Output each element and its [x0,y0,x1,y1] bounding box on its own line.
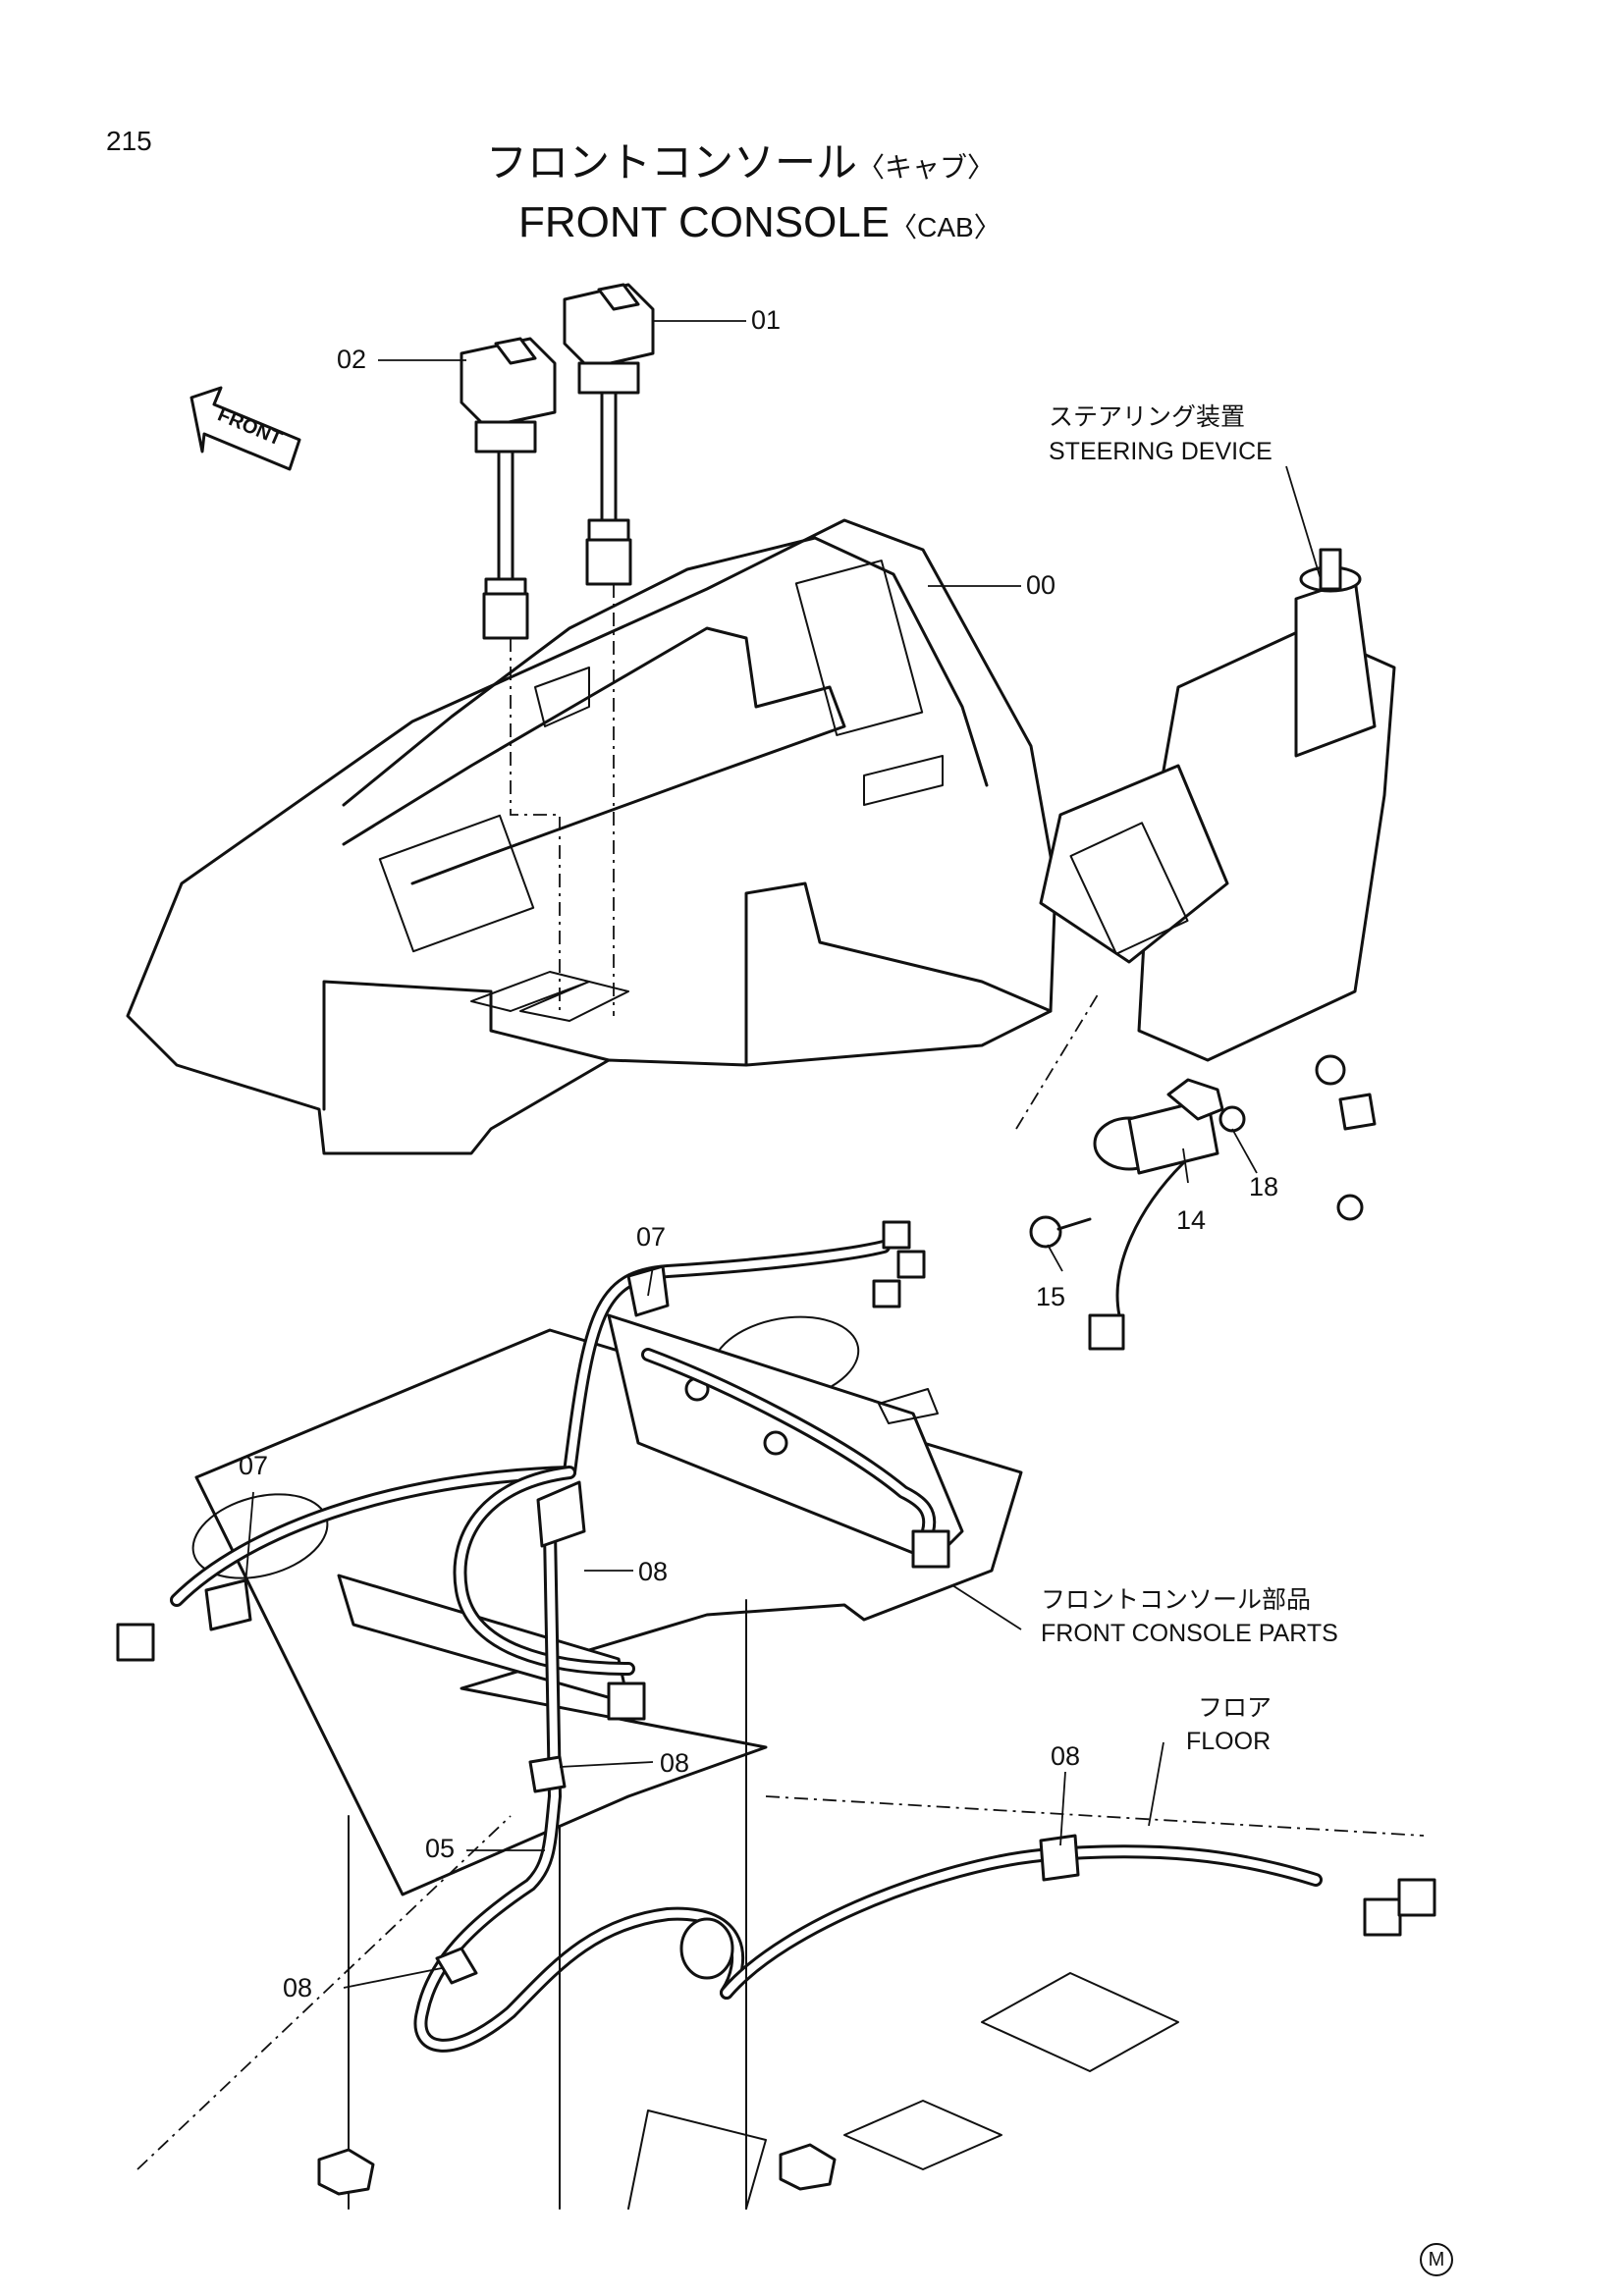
callout-05: 05 [425,1834,456,1863]
front-direction-arrow [189,386,301,471]
switch-01-drawing [563,283,655,586]
page-number: 215 [106,126,152,156]
callout-08-floor: 08 [1051,1741,1081,1771]
callout-14: 14 [1176,1205,1207,1235]
leader-lines [244,320,1322,1989]
callout-08-plate: 08 [638,1557,669,1586]
callout-18: 18 [1249,1172,1279,1201]
front-console-parts-plate [191,1313,1023,1896]
floor-label-ja: フロア [1198,1693,1272,1722]
title-en-suffix: 〈CAB〉 [890,212,1001,242]
front-console-parts-label-en: FRONT CONSOLE PARTS [1041,1620,1338,1647]
title-ja-suffix: 〈キャブ〉 [857,151,996,184]
floor-label-en: FLOOR [1186,1728,1272,1755]
front-console-parts-label-ja: フロントコンソール部品 [1041,1585,1312,1614]
circled-m-mark: M [1420,2243,1453,2276]
console-housing-drawing [126,518,1057,1155]
floor-drawing [136,1599,1425,2210]
callout-02: 02 [337,345,367,374]
wire-harness-drawing [116,1220,1436,2053]
clamps-drawing [204,1264,1080,1985]
steering-device-label-en: STEERING DEVICE [1049,438,1272,465]
callout-07-left: 07 [239,1451,269,1480]
callout-07-upper: 07 [636,1222,667,1252]
callout-08-left: 08 [283,1973,313,2002]
centre-lines [510,584,1101,1130]
steering-device-drawing [1029,548,1396,1351]
title-english: FRONT CONSOLE〈CAB〉 [518,201,1001,244]
title-en-text: FRONT CONSOLE [518,198,891,246]
title-japanese: フロントコンソール〈キャブ〉 [486,142,995,184]
callout-01: 01 [751,305,782,335]
steering-device-label-ja: ステアリング装置 [1049,402,1246,431]
callout-00: 00 [1026,570,1056,600]
switch-02-drawing [460,337,557,640]
callout-08-lower: 08 [660,1748,690,1778]
callout-15: 15 [1036,1282,1066,1311]
title-ja-text: フロントコンソール [486,138,858,187]
